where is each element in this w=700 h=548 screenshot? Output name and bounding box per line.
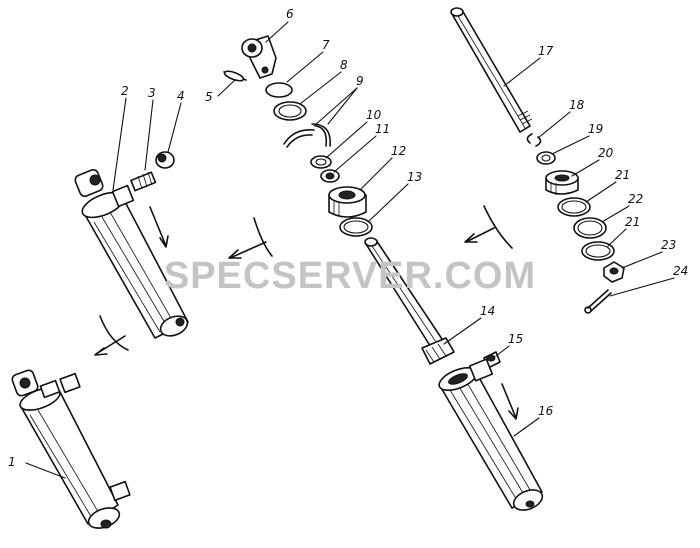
part-19-washer (536, 151, 556, 165)
callout-10: 10 (366, 108, 382, 122)
part-11-seal (320, 169, 340, 183)
callout-13: 13 (407, 170, 422, 184)
callout-15: 15 (508, 332, 523, 346)
watermark-text: SPECSERVER.COM (164, 255, 536, 297)
callout-17: 17 (538, 44, 554, 58)
part-21a-ring (557, 197, 591, 217)
part-10-washer (310, 155, 332, 169)
part-2-cylinder-body (74, 169, 189, 339)
callout-6: 6 (286, 7, 294, 21)
callout-21b: 21 (625, 215, 640, 229)
callout-20: 20 (598, 146, 614, 160)
part-24-split-pin (584, 289, 612, 314)
callout-5: 5 (205, 90, 213, 104)
callout-22: 22 (628, 192, 643, 206)
part-3-fitting (130, 171, 157, 192)
part-21b-ring (581, 241, 615, 261)
part-6-eye-lug (241, 35, 277, 79)
callout-21a: 21 (615, 168, 630, 182)
callout-14: 14 (480, 304, 495, 318)
callout-9: 9 (356, 74, 364, 88)
part-8-ring (273, 101, 307, 121)
callout-16: 16 (538, 404, 554, 418)
callout-23: 23 (661, 238, 676, 252)
callout-7: 7 (322, 38, 330, 52)
part-23-nut (603, 261, 625, 283)
callout-24: 24 (673, 264, 688, 278)
part-14-piston-rod (364, 237, 455, 365)
part-4-nut (155, 151, 175, 169)
callout-3: 3 (148, 86, 156, 100)
assembly-arrows (94, 205, 519, 420)
leader-lines (25, 21, 675, 479)
part-17-rod (450, 7, 533, 133)
part-9-half-rings (283, 123, 331, 148)
part-12-piston (328, 186, 367, 218)
callout-12: 12 (391, 144, 406, 158)
callout-8: 8 (340, 58, 348, 72)
callout-11: 11 (375, 122, 390, 136)
part-20-piston (545, 170, 579, 195)
part-7-snap-ring (265, 82, 293, 98)
part-18-clip (526, 133, 542, 147)
callout-2: 2 (121, 84, 129, 98)
part-16-barrel (438, 358, 544, 511)
part-5-pin (223, 70, 247, 82)
part-13-o-ring (339, 217, 373, 237)
callout-1: 1 (8, 455, 16, 469)
part-1-assembled-cylinder (11, 369, 131, 529)
callout-18: 18 (569, 98, 585, 112)
callout-19: 19 (588, 122, 603, 136)
callout-4: 4 (177, 89, 185, 103)
callout-labels: 1 2 3 4 5 6 7 8 9 10 11 12 13 14 15 16 1… (8, 7, 688, 469)
part-22-ring (573, 217, 607, 239)
